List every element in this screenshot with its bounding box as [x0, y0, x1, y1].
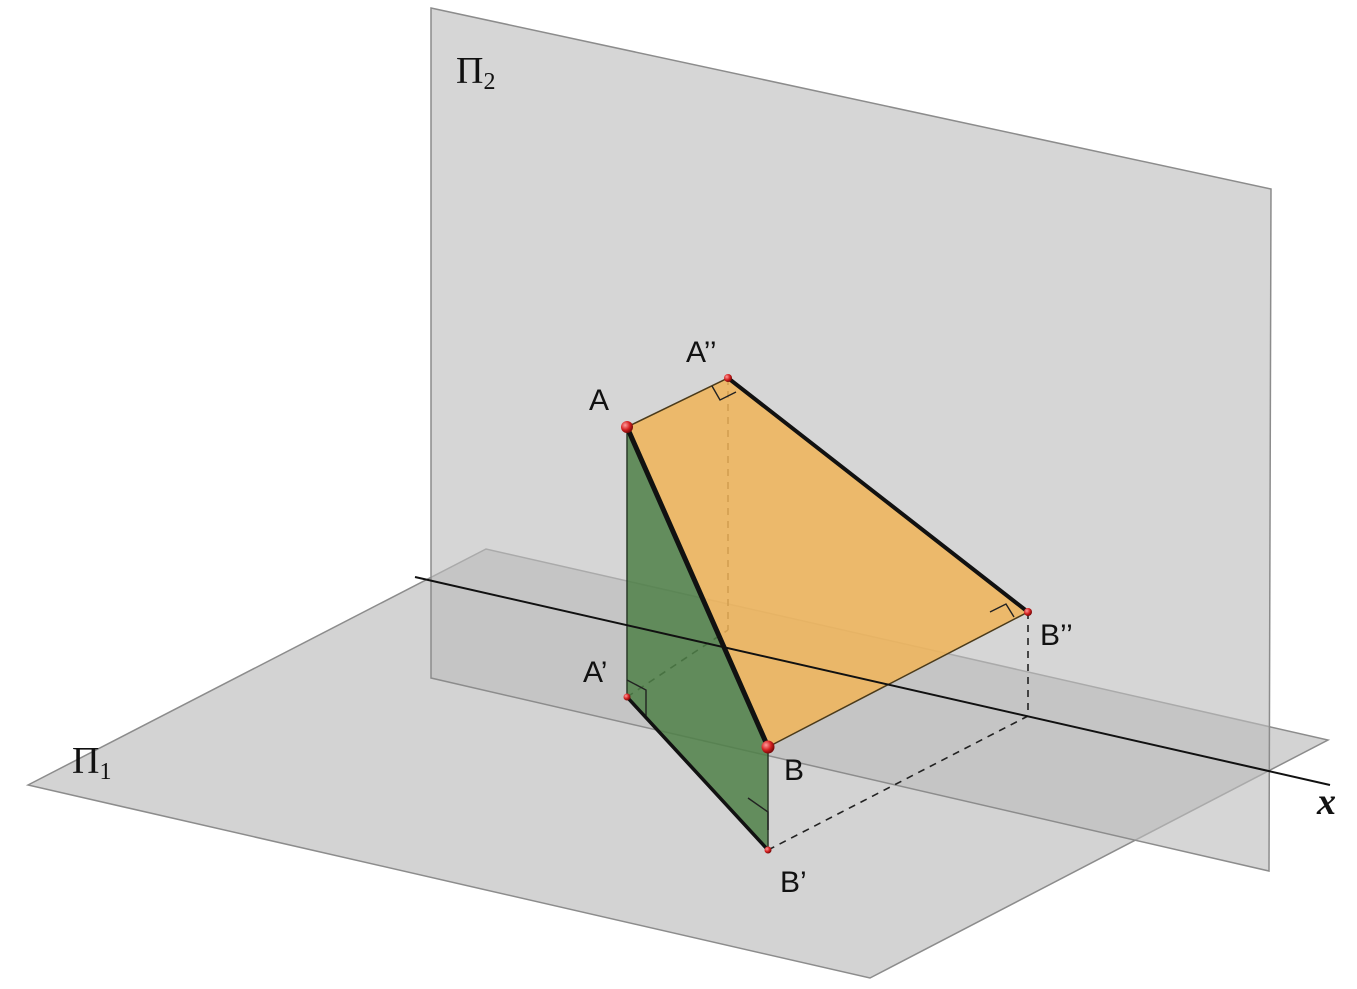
frontal-plane-name: Π: [456, 50, 483, 92]
point-b-top-marker: [764, 846, 772, 854]
point-b-front-marker: [1024, 608, 1032, 616]
x-axis: [414, 576, 1331, 786]
horizontal-plane-name: Π: [72, 740, 99, 782]
point-b-marker: [761, 740, 775, 754]
label-frontal-plane: Π2: [456, 50, 495, 95]
label-a-top: A’: [583, 656, 607, 689]
right-angle-marker-a-top: [626, 679, 647, 716]
label-b-front: B’’: [1040, 619, 1073, 652]
point-a-top-marker: [623, 693, 631, 701]
x-axis-label: x: [1316, 781, 1336, 823]
segment-a-top-b-top: [625, 695, 770, 852]
frontal-plane-subscript: 2: [483, 69, 495, 95]
right-angle-marker-b-front: [989, 603, 1015, 618]
right-angle-marker-b-top: [747, 797, 769, 830]
horizontal-plane: [25, 548, 1331, 979]
point-a-marker: [621, 421, 633, 433]
horizontal-plane-subscript: 1: [99, 759, 111, 785]
label-b-top: B’: [780, 866, 807, 899]
label-a: A: [589, 384, 609, 417]
label-a-front: A’’: [686, 336, 717, 369]
segment-ab: [624, 424, 771, 750]
label-horizontal-plane: Π1: [72, 740, 111, 785]
point-a-front-marker: [724, 374, 732, 382]
segment-a-front-b-front: [726, 376, 1030, 614]
projection-line-b-top-to-axis: [767, 715, 1029, 851]
label-b: B: [784, 754, 804, 787]
right-angle-marker-a-front: [711, 385, 737, 401]
